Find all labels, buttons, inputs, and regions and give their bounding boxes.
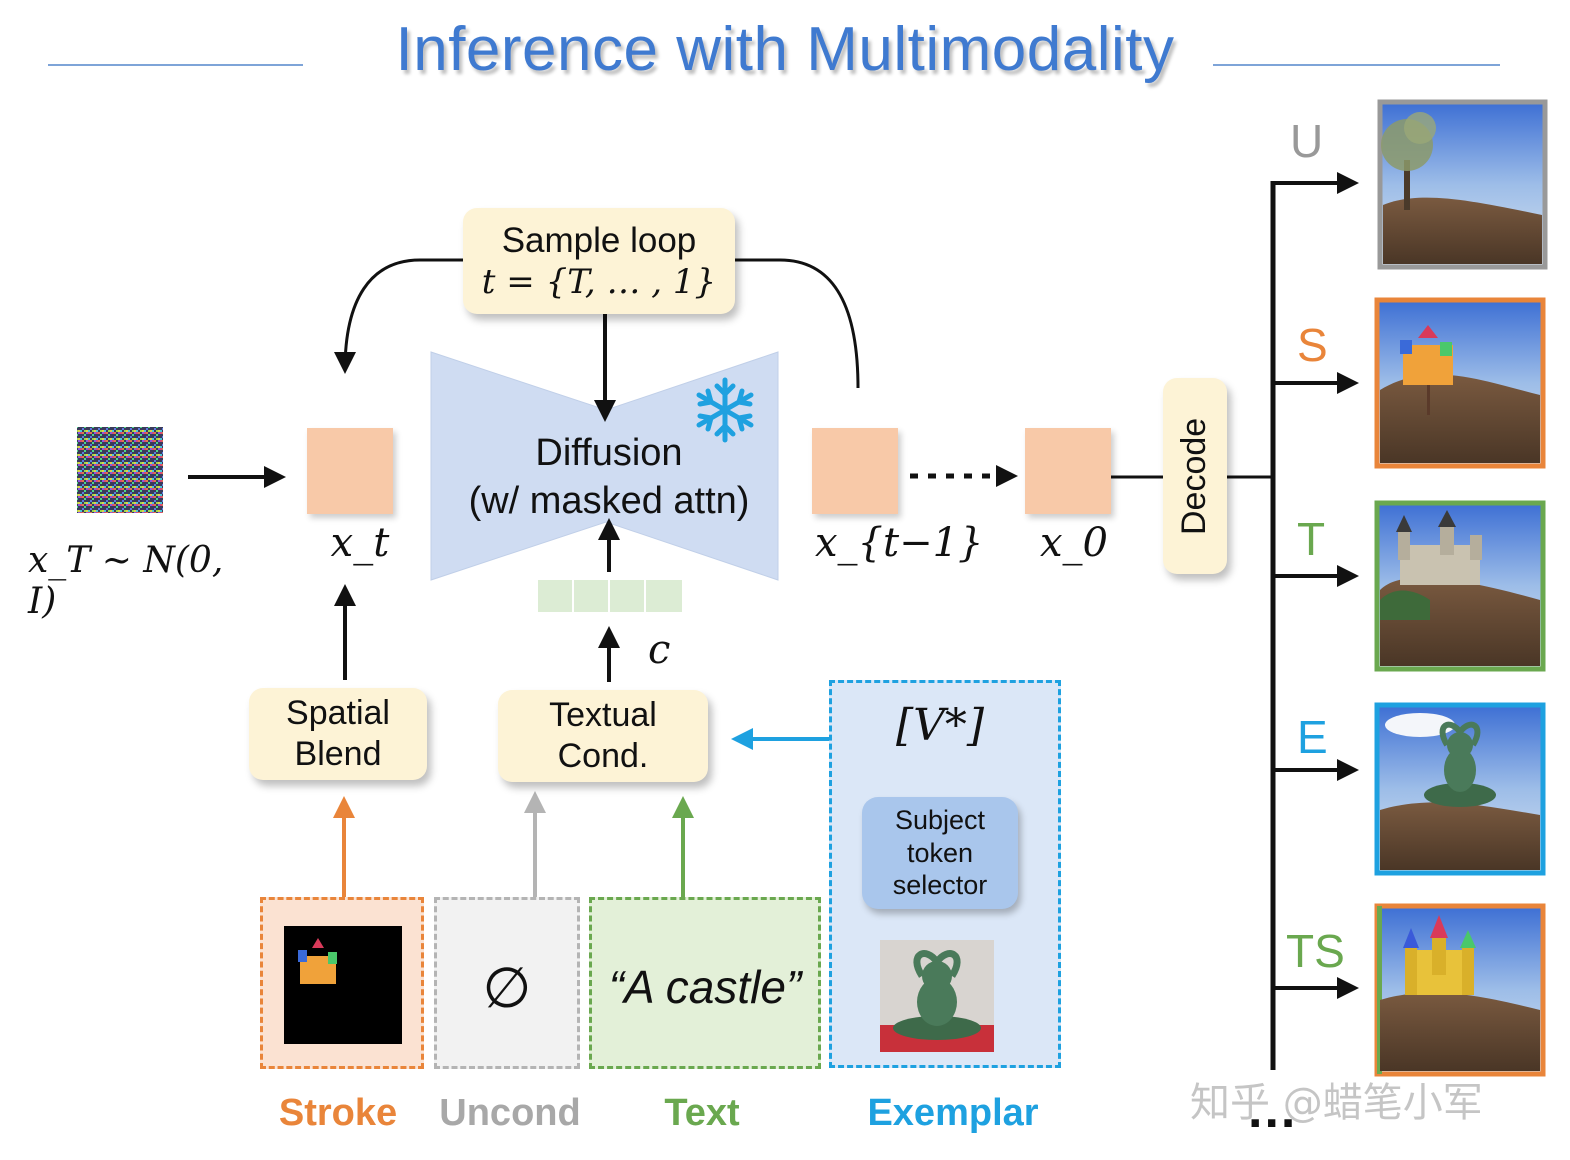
decode-label: Decode [1175, 417, 1214, 535]
textual-cond-line1: Textual [549, 696, 657, 735]
input-label-text: Text [664, 1092, 740, 1134]
subject-token-selector-box: Subject token selector [862, 797, 1018, 909]
x0-label: x_0 [1040, 520, 1109, 566]
decode-box: Decode [1163, 378, 1227, 574]
sample-loop-range: t = {T, … , 1} [481, 261, 717, 302]
textual-cond-line2: Cond. [557, 737, 649, 775]
exemplar-photo [880, 940, 994, 1052]
subject-selector-line3: selector [892, 870, 988, 901]
spatial-blend-line2: Blend [294, 735, 382, 773]
watermark: 知乎 @蜡笔小军 [1190, 1080, 1483, 1126]
embedding-cell [574, 580, 608, 612]
output-label-E: E [1297, 711, 1328, 763]
spatial-blend-line1: Spatial [286, 694, 390, 733]
title-rule-left [48, 64, 303, 66]
input-label-stroke: Stroke [278, 1092, 398, 1134]
latent-xt [307, 428, 393, 514]
v-star-token: [V*] [895, 700, 985, 751]
loop-curve-right [735, 258, 860, 389]
output-image-S [1374, 297, 1546, 469]
output-image-E [1374, 702, 1546, 876]
output-image-T [1374, 500, 1546, 672]
title-rule-right [1213, 64, 1500, 66]
diffusion-title: Diffusion [535, 432, 683, 474]
loop-curve-left [334, 258, 463, 374]
sample-loop-box: Sample loop t = {T, … , 1} [463, 208, 735, 314]
latent-xt-minus-1 [812, 428, 898, 514]
text-prompt: “A castle” [608, 961, 802, 1013]
diffusion-subtitle: (w/ masked attn) [468, 479, 750, 522]
embedding-cell [610, 580, 644, 612]
embedding-cell [646, 580, 682, 612]
text-panel [589, 897, 821, 1069]
uncond-panel [434, 897, 580, 1069]
output-label-S: S [1297, 319, 1328, 371]
page-title: Inference with Multimodality [395, 15, 1175, 84]
diffusion-label: Diffusion (w/ masked attn) [431, 430, 787, 525]
output-image-TS [1374, 903, 1546, 1077]
subject-selector-line2: token [906, 837, 974, 868]
noise-distribution-label: x_T ~ N(0, I) [28, 540, 224, 622]
spatial-blend-box: Spatial Blend [249, 688, 427, 780]
latent-x0 [1025, 428, 1111, 514]
input-label-exemplar: Exemplar [867, 1092, 1039, 1134]
snowflake-icon [696, 377, 754, 443]
xt-label: x_t [330, 520, 390, 566]
more-outputs-ellipsis: ... [1248, 1081, 1298, 1139]
output-image-U [1377, 99, 1548, 270]
textual-cond-box: Textual Cond. [498, 690, 708, 782]
embedding-cell [538, 580, 572, 612]
empty-set-symbol: ∅ [482, 956, 532, 1019]
stroke-mask-image [284, 926, 402, 1044]
sample-loop-title: Sample loop [501, 220, 697, 260]
xt-minus-1-label: x_{t−1} [815, 520, 984, 566]
output-label-U: U [1290, 115, 1324, 167]
subject-selector-line1: Subject [894, 805, 986, 836]
output-label-T: T [1297, 513, 1326, 565]
output-label-TS: TS [1286, 925, 1345, 977]
noise-image [77, 427, 163, 513]
condition-c-label: c [648, 627, 671, 673]
input-label-uncond: Uncond [439, 1092, 581, 1134]
